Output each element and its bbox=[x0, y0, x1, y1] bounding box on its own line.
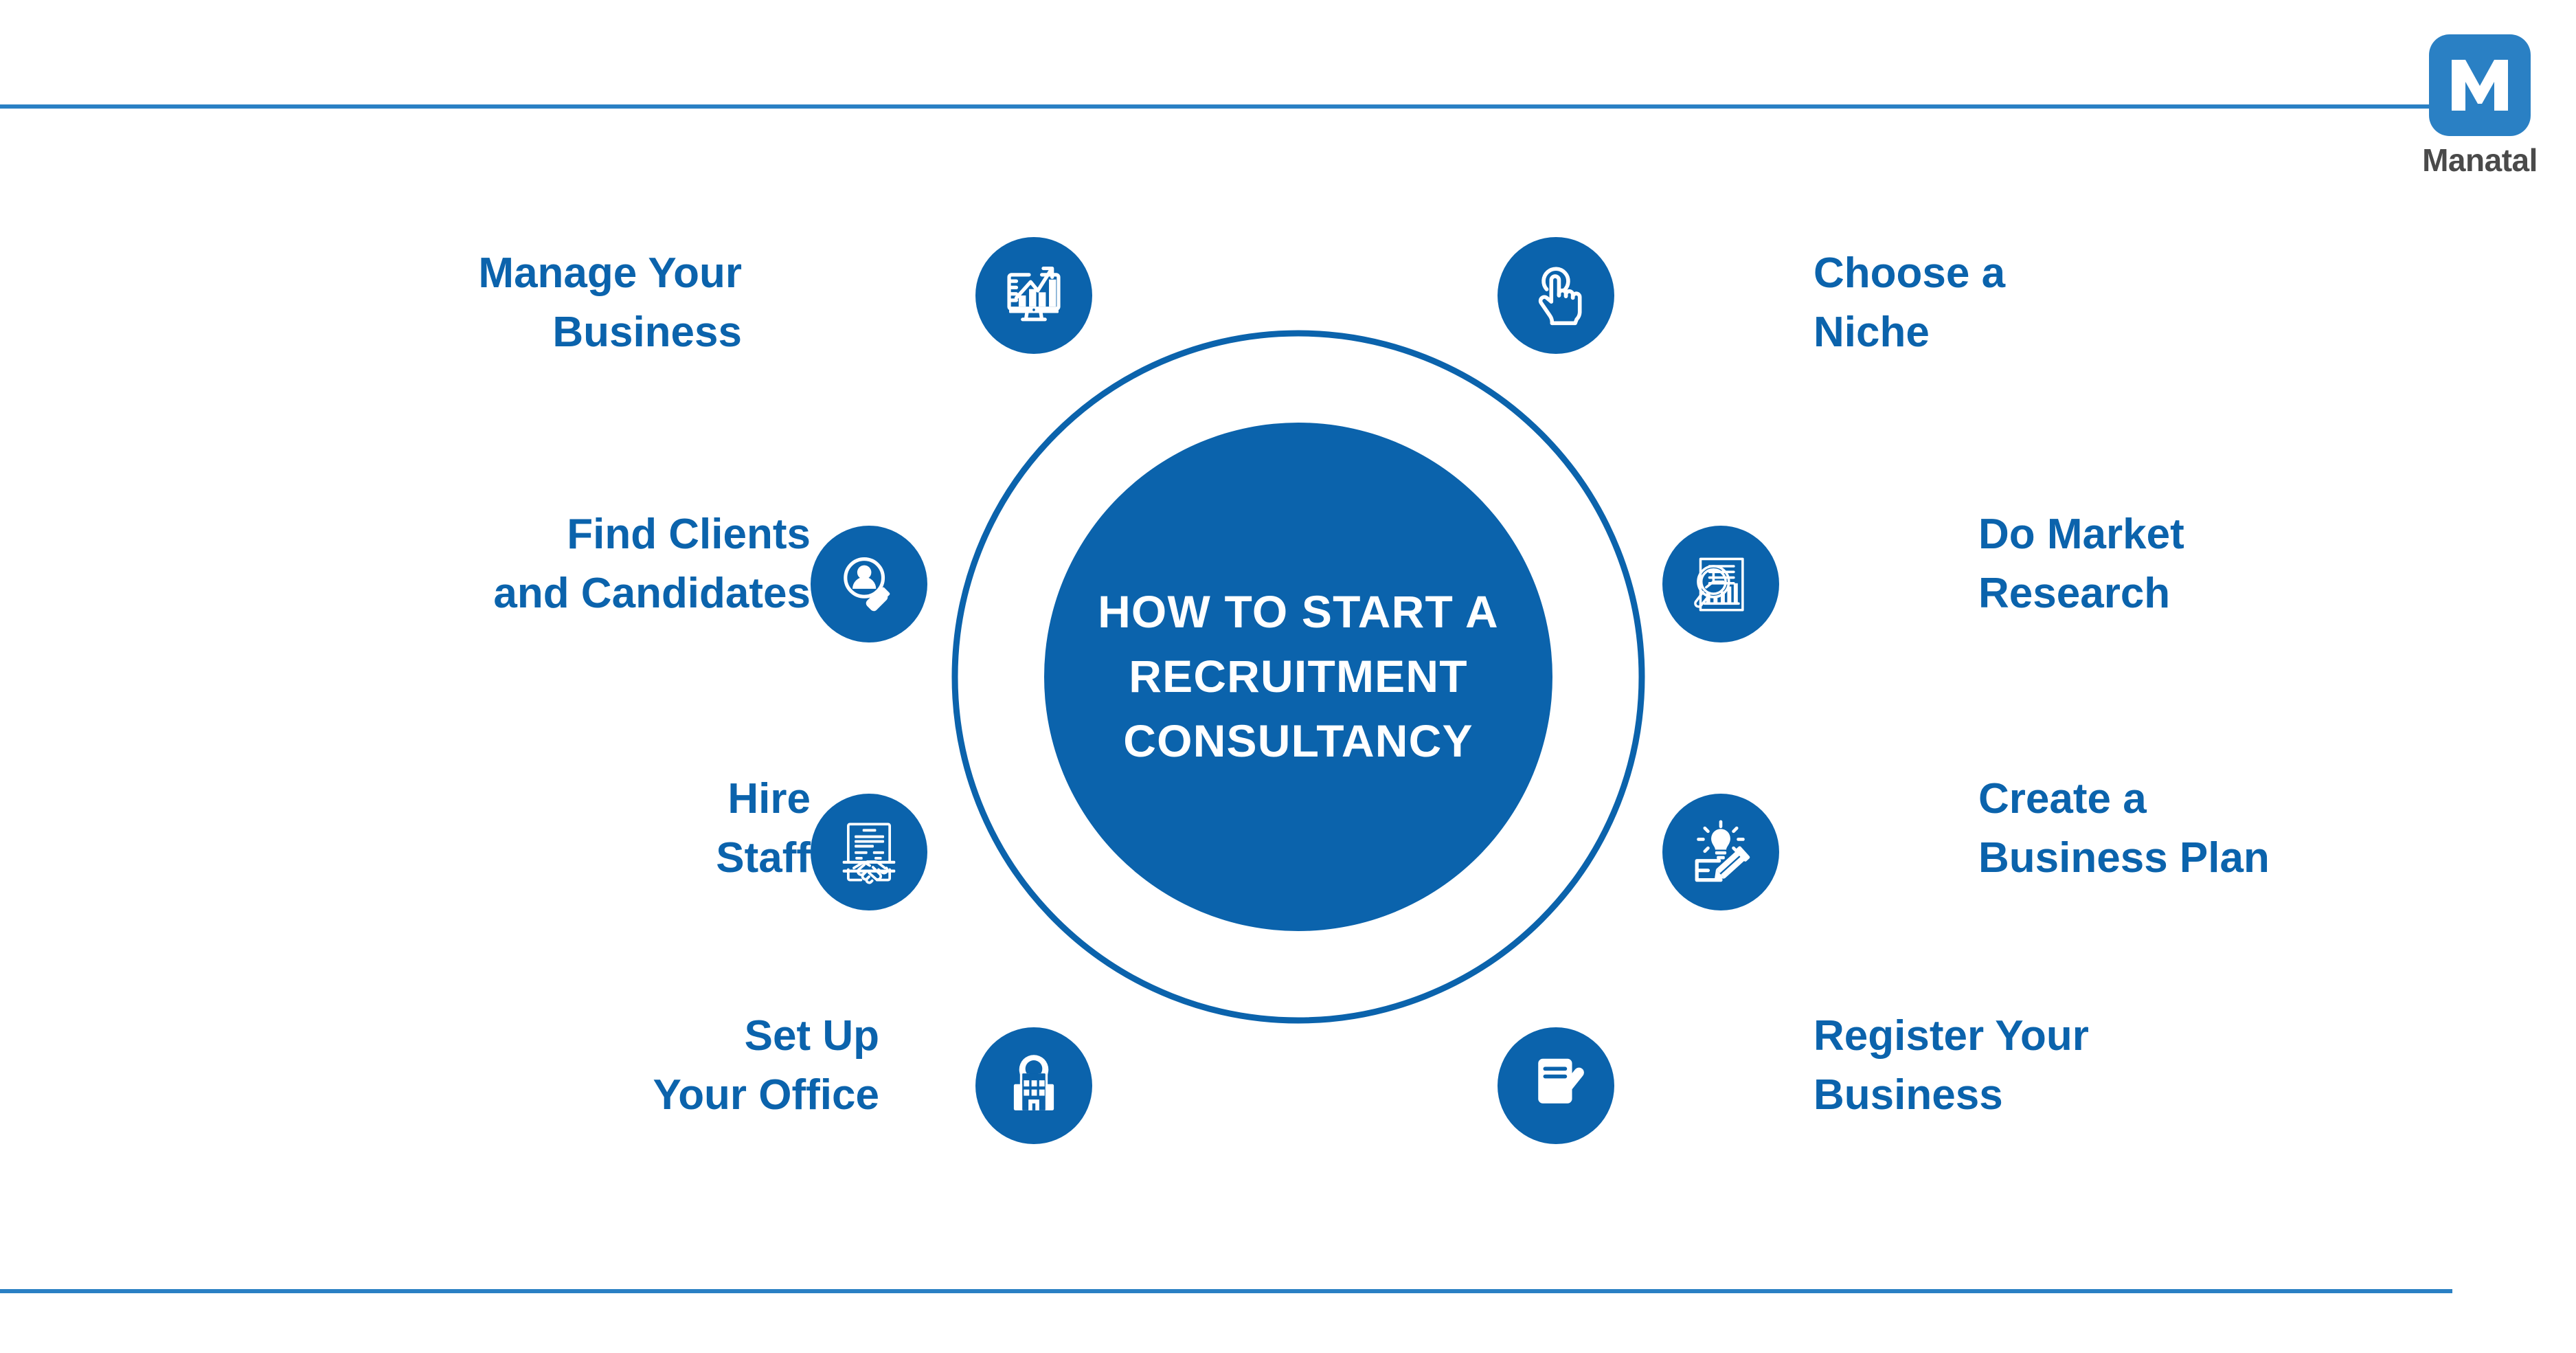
report-magnifier-icon bbox=[1680, 544, 1761, 625]
label-choose-a-niche: Choose a Niche bbox=[1814, 249, 2006, 356]
label-hire-staff: Hire Staff bbox=[716, 775, 811, 882]
node-find-clients-and-candidates[interactable] bbox=[811, 526, 927, 642]
person-magnifier-icon bbox=[830, 545, 908, 623]
document-check-icon bbox=[1517, 1047, 1594, 1124]
label-manage-your-business: Manage Your Business bbox=[478, 249, 742, 356]
hub-title: HOW TO START A RECRUITMENT CONSULTANCY bbox=[1098, 586, 1499, 766]
node-do-market-research[interactable] bbox=[1662, 526, 1779, 642]
label-set-up-your-office: Set Up Your Office bbox=[653, 1012, 879, 1119]
brand-name: Manatal bbox=[2422, 142, 2538, 178]
node-register-your-business[interactable] bbox=[1498, 1027, 1614, 1144]
office-location-pin-icon bbox=[995, 1047, 1072, 1124]
node-choose-a-niche[interactable] bbox=[1498, 237, 1614, 354]
pointing-hand-icon bbox=[1517, 257, 1594, 334]
manatal-m-icon bbox=[2429, 34, 2531, 136]
node-set-up-your-office[interactable] bbox=[975, 1027, 1092, 1144]
label-create-a-business-plan: Create a Business Plan bbox=[1978, 775, 2270, 882]
label-find-clients-and-candidates: Find Clients and Candidates bbox=[493, 511, 811, 617]
monitor-growth-chart-icon bbox=[994, 256, 1074, 335]
bottom-divider-rule bbox=[0, 1289, 2452, 1293]
lightbulb-pencil-icon bbox=[1681, 812, 1761, 892]
top-divider-rule bbox=[0, 104, 2452, 109]
brand-logo[interactable]: Manatal bbox=[2418, 34, 2542, 176]
node-hire-staff[interactable] bbox=[811, 794, 927, 910]
node-create-a-business-plan[interactable] bbox=[1662, 794, 1779, 910]
label-register-your-business: Register Your Business bbox=[1814, 1012, 2089, 1119]
contract-handshake-icon bbox=[829, 812, 909, 892]
label-do-market-research: Do Market Research bbox=[1978, 511, 2184, 617]
hub-circle: HOW TO START A RECRUITMENT CONSULTANCY bbox=[1044, 423, 1552, 931]
node-manage-your-business[interactable] bbox=[975, 237, 1092, 354]
